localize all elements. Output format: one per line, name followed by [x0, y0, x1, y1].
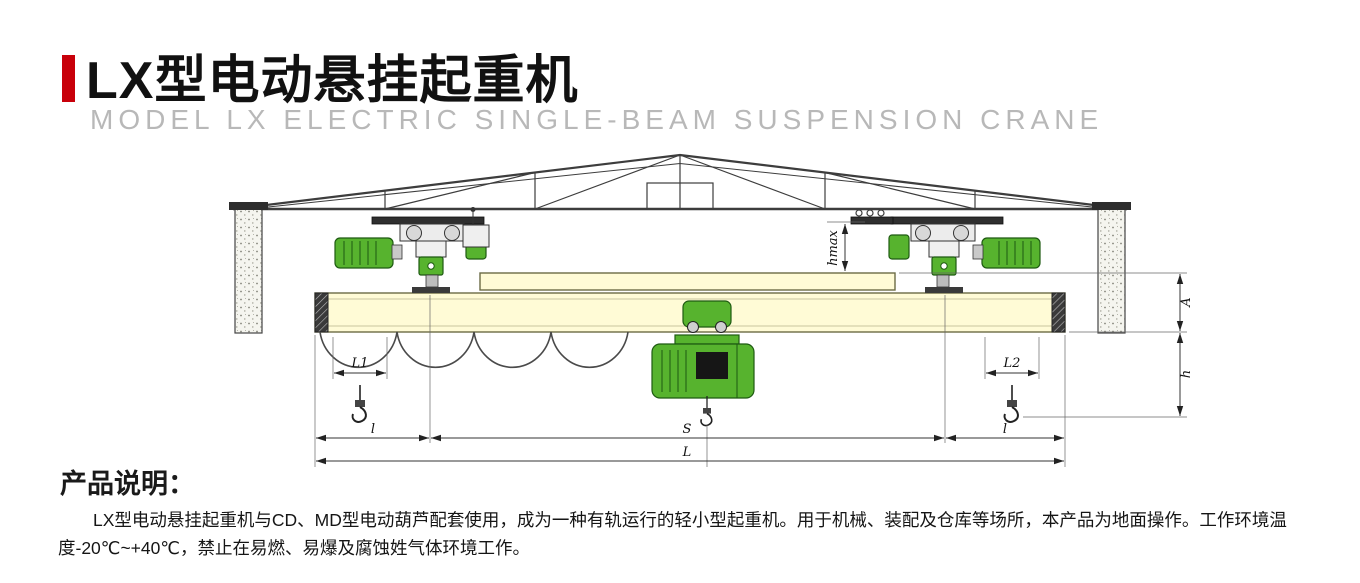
label-L1: L1	[351, 356, 369, 371]
right-wall-column	[1092, 202, 1131, 334]
cable-trolleys	[850, 209, 894, 225]
runway-plate	[479, 272, 896, 291]
dimension-h: h	[1023, 333, 1194, 418]
left-wall-column	[229, 202, 268, 334]
hoist-hook	[700, 395, 713, 427]
page-title: LX型电动悬挂起重机	[86, 52, 579, 110]
product-description-heading: 产品说明：	[60, 469, 195, 499]
dimension-L2: L2	[984, 337, 1040, 379]
roof-truss	[232, 153, 1128, 211]
label-L2: L2	[1003, 356, 1021, 371]
electric-hoist	[651, 300, 755, 427]
label-total-L: L	[682, 445, 692, 460]
label-l-left: l	[371, 422, 375, 437]
dimension-bottom: l S l L	[314, 295, 1066, 467]
dimension-L1: L1	[332, 337, 388, 379]
label-A: A	[1179, 297, 1194, 307]
hook-right-limit	[1003, 384, 1019, 423]
page-subtitle: MODEL LX ELECTRIC SINGLE-BEAM SUSPENSION…	[90, 104, 1104, 135]
hook-left-limit	[351, 384, 367, 423]
right-end-trolley	[888, 216, 1041, 294]
label-h: h	[1179, 370, 1194, 378]
dimension-A: A	[899, 272, 1194, 333]
label-hmax: hmax	[826, 229, 841, 265]
label-span-S: S	[683, 422, 692, 437]
product-description-body: LX型电动悬挂起重机与CD、MD型电动葫芦配套使用，成为一种有轨运行的轻小型起重…	[58, 510, 1287, 559]
title-accent-bar	[62, 55, 75, 102]
festoon-cable	[319, 331, 629, 369]
limit-switch-box	[462, 207, 490, 248]
crane-technical-diagram: hmax A h L1 L2	[229, 153, 1194, 467]
hoist-control-panel	[696, 352, 728, 379]
beam-end-cap-right	[1051, 292, 1066, 333]
dimension-hmax: hmax	[826, 221, 865, 271]
label-l-right: l	[1003, 422, 1007, 437]
beam-end-cap-left	[314, 292, 329, 333]
